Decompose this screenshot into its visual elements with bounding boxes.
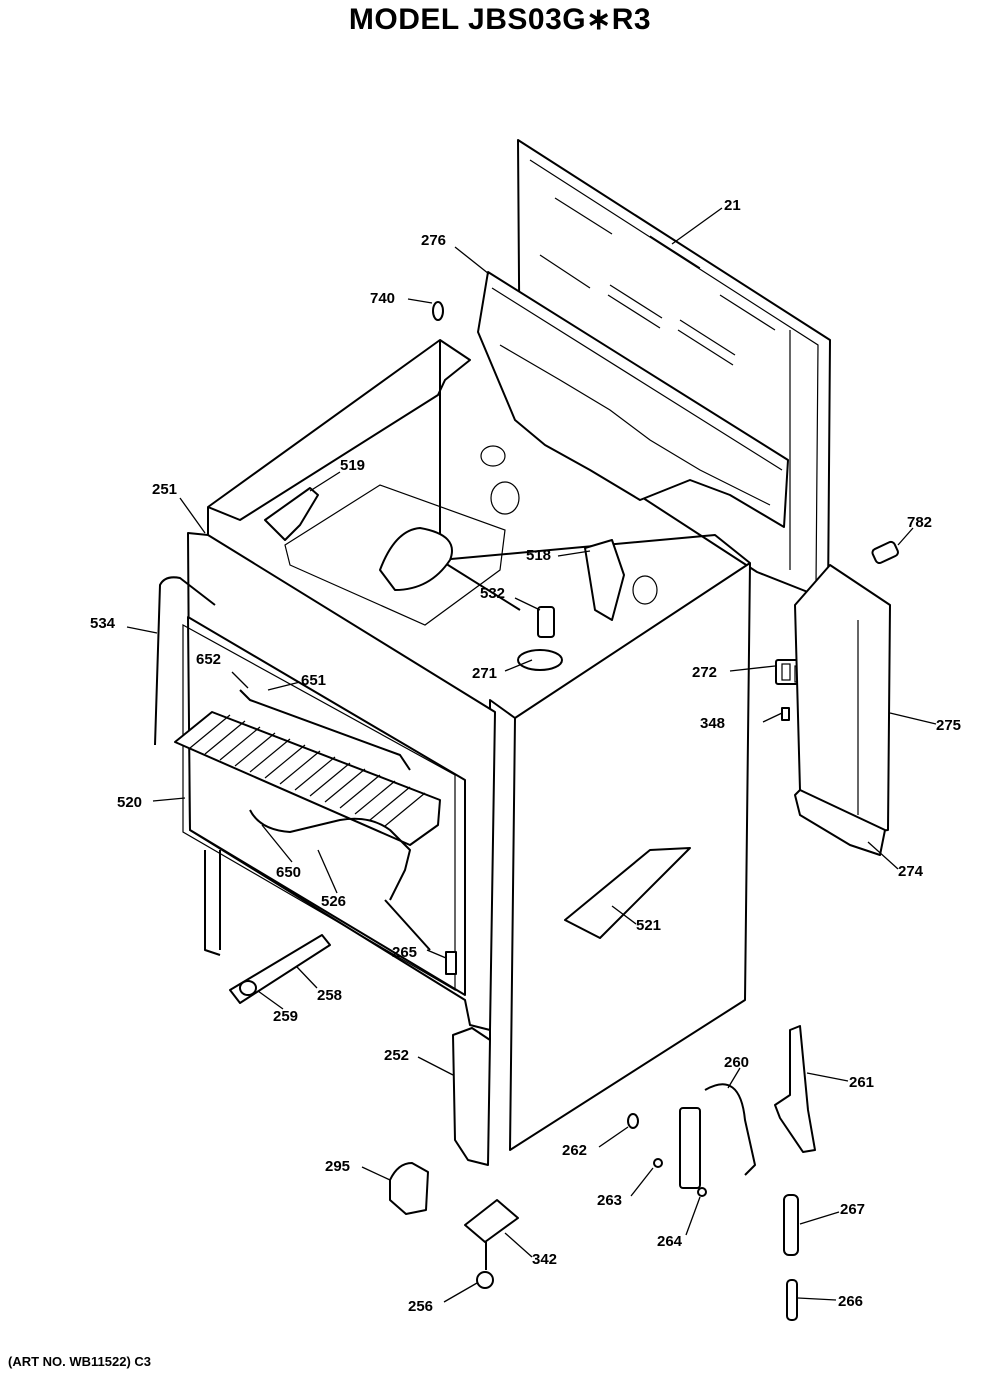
part-label-261: 261: [849, 1074, 874, 1091]
leader-lines: [126, 207, 937, 1303]
part-label-518: 518: [526, 547, 551, 564]
part-label-271: 271: [472, 665, 497, 682]
part-label-252: 252: [384, 1047, 409, 1064]
part-label-276: 276: [421, 232, 446, 249]
part-label-274: 274: [898, 863, 924, 880]
part-label-519: 519: [340, 457, 365, 474]
part-label-740: 740: [370, 290, 395, 307]
part-label-258: 258: [317, 987, 342, 1004]
part-label-534: 534: [90, 615, 116, 632]
part-label-267: 267: [840, 1201, 865, 1218]
part-label-342: 342: [532, 1251, 557, 1268]
part-label-266: 266: [838, 1293, 863, 1310]
part-label-265: 265: [392, 944, 417, 961]
part-label-520: 520: [117, 794, 142, 811]
part-label-260: 260: [724, 1054, 749, 1071]
part-label-652: 652: [196, 651, 221, 668]
part-label-264: 264: [657, 1233, 683, 1250]
part-label-348: 348: [700, 715, 725, 732]
part-label-263: 263: [597, 1192, 622, 1209]
part-label-272: 272: [692, 664, 717, 681]
part-label-521: 521: [636, 917, 661, 934]
part-label-295: 295: [325, 1158, 350, 1175]
part-label-532: 532: [480, 585, 505, 602]
part-label-21: 21: [724, 197, 741, 214]
part-label-651: 651: [301, 672, 326, 689]
component-sketches: [154, 301, 899, 1321]
part-label-650: 650: [276, 864, 301, 881]
manifold-panel-drawing: [477, 271, 789, 528]
part-label-251: 251: [152, 481, 177, 498]
part-label-275: 275: [936, 717, 961, 734]
part-label-262: 262: [562, 1142, 587, 1159]
oven-rack-drawing: [174, 689, 441, 951]
part-label-526: 526: [321, 893, 346, 910]
part-label-259: 259: [273, 1008, 298, 1025]
diagram-title: MODEL JBS03G∗R3: [348, 3, 652, 36]
art-number-footer: (ART NO. WB11522) C3: [8, 1354, 152, 1369]
part-labels: 21 276 740 782 519 251 518 534 532 271 2…: [90, 197, 961, 1315]
part-label-256: 256: [408, 1298, 433, 1315]
part-label-782: 782: [907, 514, 932, 531]
